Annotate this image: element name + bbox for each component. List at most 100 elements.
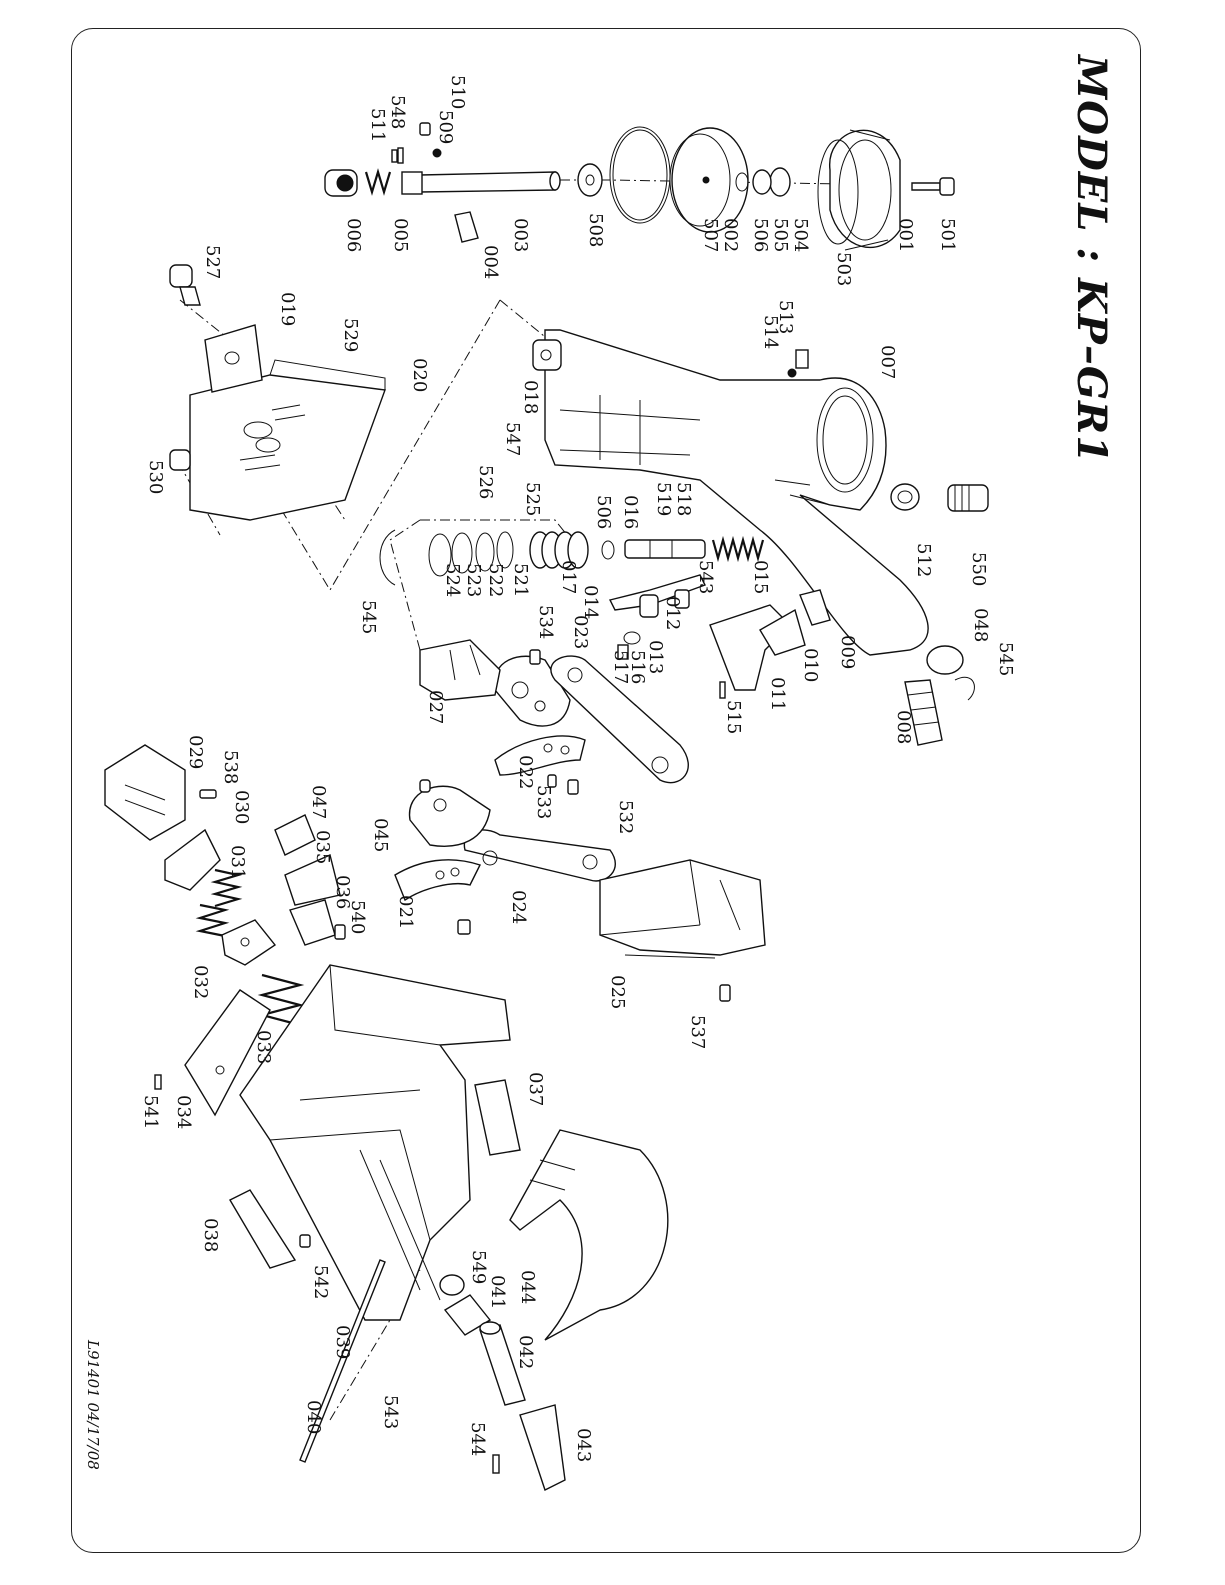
block-027 — [419, 639, 501, 701]
part-label: 034 — [173, 1095, 194, 1129]
spring-015 — [711, 535, 765, 563]
part-label: 504 — [790, 218, 811, 252]
part-label: 021 — [395, 895, 416, 929]
brackets-035-036-047 — [274, 814, 346, 946]
part-label: 549 — [468, 1250, 489, 1284]
shaft-042 — [479, 1321, 526, 1406]
plate-019 — [204, 324, 263, 393]
valve-017-rings — [428, 531, 615, 577]
part-label: 550 — [968, 552, 989, 586]
valve-018 — [532, 339, 562, 371]
part-label: 027 — [425, 690, 446, 724]
part-label: 530 — [145, 460, 166, 494]
part-label: 506 — [750, 218, 771, 252]
part-label: 543 — [695, 560, 716, 594]
guide-037 — [474, 1079, 521, 1156]
cutter-043 — [519, 1404, 566, 1491]
gun-body-007 — [544, 329, 929, 656]
part-label: 019 — [277, 292, 298, 326]
o-ring-507 — [609, 126, 671, 224]
part-label: 022 — [515, 755, 536, 789]
fitting-550 — [947, 484, 989, 512]
bolt-527 — [169, 264, 201, 306]
part-label: 006 — [343, 218, 364, 252]
gripper-025 — [599, 859, 766, 959]
bolt-530 — [169, 449, 191, 471]
part-label: 002 — [720, 218, 741, 252]
part-label: 508 — [585, 213, 606, 247]
part-label: 039 — [332, 1325, 353, 1359]
part-label: 545 — [995, 642, 1016, 676]
part-label: 526 — [475, 465, 496, 499]
link-045 — [408, 779, 491, 847]
part-label: 008 — [893, 710, 914, 744]
part-label: 511 — [367, 108, 388, 142]
part-label: 042 — [515, 1335, 536, 1369]
part-label: 048 — [970, 608, 991, 642]
part-label: 548 — [387, 95, 408, 129]
part-label: 545 — [358, 600, 379, 634]
part-label: 525 — [522, 482, 543, 516]
part-label: 035 — [312, 830, 333, 864]
screw-542 — [299, 1234, 311, 1248]
part-label: 005 — [390, 218, 411, 252]
part-label: 007 — [877, 345, 898, 379]
nut-504-505-506 — [735, 167, 791, 197]
screw-513-514 — [787, 349, 809, 378]
part-label: 532 — [615, 800, 636, 834]
piston-rod-003 — [401, 171, 561, 195]
part-label: 044 — [517, 1270, 538, 1304]
snap-ring-545 — [379, 529, 396, 586]
part-label: 542 — [310, 1265, 331, 1299]
document-code: L91401 04/17/08 — [84, 1339, 102, 1470]
part-label: 003 — [510, 218, 531, 252]
part-label: 013 — [645, 640, 666, 674]
frame-039 — [239, 964, 511, 1321]
part-label: 030 — [231, 790, 252, 824]
part-label: 524 — [442, 563, 463, 597]
part-label: 041 — [487, 1275, 508, 1309]
part-label: 505 — [770, 218, 791, 252]
cam-030 — [164, 828, 221, 891]
plate-034 — [184, 989, 271, 1117]
washers-549-041 — [439, 1274, 492, 1336]
small-parts-012-013 — [617, 589, 690, 660]
fitting-004 — [454, 211, 479, 243]
spool-016 — [624, 539, 706, 559]
part-label: 011 — [767, 677, 788, 711]
part-label: 009 — [837, 635, 858, 669]
spring-512 — [890, 483, 920, 511]
part-label: 001 — [895, 218, 916, 252]
part-label: 518 — [673, 482, 694, 516]
part-label: 047 — [308, 785, 329, 819]
part-label: 017 — [558, 560, 579, 594]
part-label: 036 — [332, 875, 353, 909]
part-label: 040 — [303, 1400, 324, 1434]
pawl-022 — [494, 735, 586, 776]
part-label: 515 — [723, 700, 744, 734]
collar-006 — [324, 169, 358, 197]
part-label: 043 — [573, 1428, 594, 1462]
screw-541 — [154, 1074, 162, 1090]
pin-537 — [719, 984, 731, 1002]
part-label: 533 — [533, 785, 554, 819]
guide-038 — [229, 1189, 297, 1269]
gasket-503 — [817, 139, 859, 245]
part-label: 514 — [760, 315, 781, 349]
link-arm-large — [550, 655, 689, 784]
part-label: 025 — [607, 975, 628, 1009]
part-label: 014 — [580, 585, 601, 619]
part-label: 509 — [435, 110, 456, 144]
part-label: 547 — [502, 422, 523, 456]
pins-533-532-534 — [457, 649, 579, 935]
part-label: 513 — [775, 300, 796, 334]
part-label: 510 — [447, 75, 468, 109]
part-label: 521 — [510, 563, 531, 597]
part-label: 037 — [525, 1072, 546, 1106]
part-label: 033 — [253, 1030, 274, 1064]
part-label: 023 — [570, 615, 591, 649]
part-label: 012 — [662, 596, 683, 630]
part-label: 519 — [653, 482, 674, 516]
part-label: 534 — [535, 605, 556, 639]
